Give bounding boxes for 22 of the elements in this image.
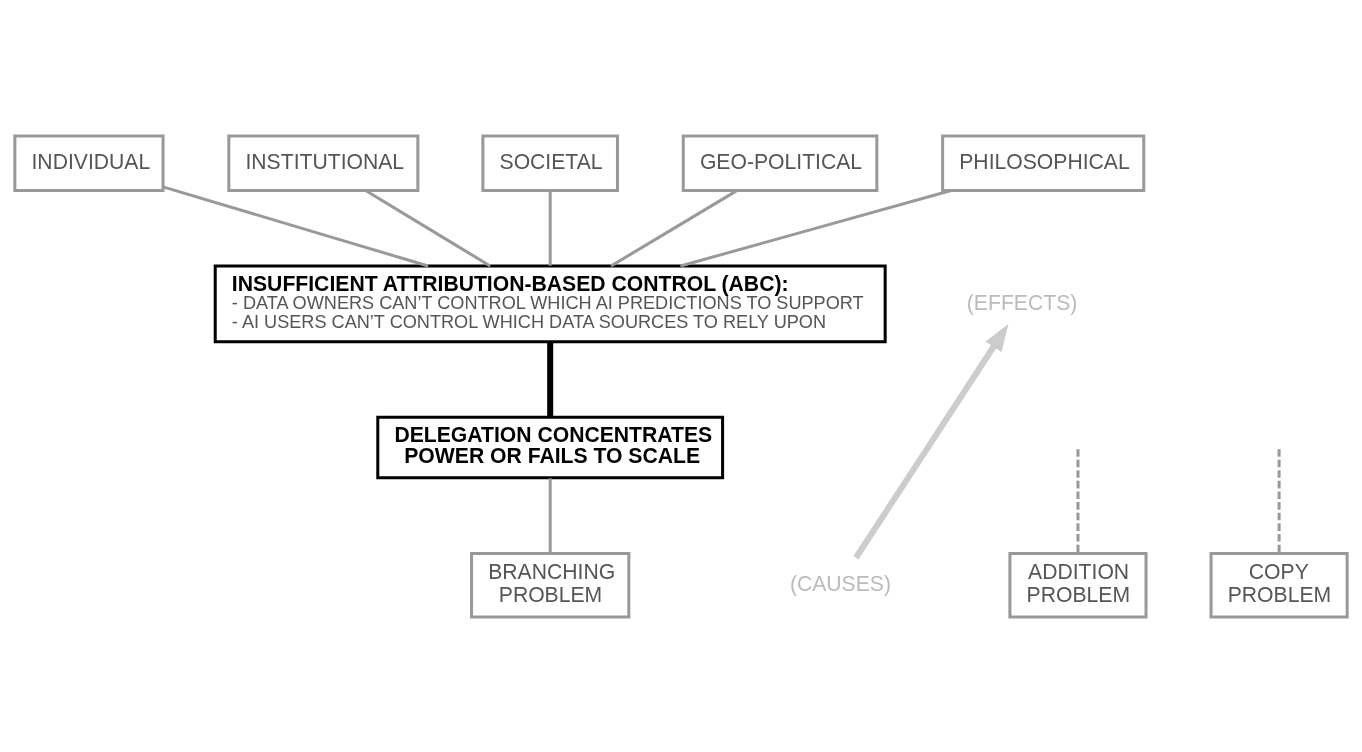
connector [1076,448,1080,553]
node-box: DELEGATION CONCENTRATES POWER OR FAILS TO SCALE [376,415,725,479]
connector [680,188,952,267]
node-box: BRANCHING PROBLEM [470,551,631,618]
connector [610,188,738,267]
connector [1277,448,1281,553]
node-box: COPY PROBLEM [1209,551,1349,618]
node-text: (CAUSES) [789,571,891,595]
node-box: SOCIETAL [481,134,619,192]
connector [548,477,552,553]
node-box: INSUFFICIENT ATTRIBUTION-BASED CONTROL (ABC): - DATA OWNERS CAN’T CONTROL WHICH AI PREDICTIONS TO SUPPORT - AI USERS CAN’T CONTROL WHICH DATA SOURCES TO RELY UPON [213,264,887,343]
node-box: INDIVIDUAL [13,134,165,192]
connector [365,188,491,267]
connector [162,184,429,267]
connector [547,341,554,417]
connector [548,190,552,266]
node-text: (EFFECTS) [966,290,1078,314]
node-box: PHILOSOPHICAL [941,134,1146,192]
node-box: ADDITION PROBLEM [1008,551,1148,618]
arrow [853,323,1009,559]
node-box: GEO-POLITICAL [681,134,879,192]
node-box: INSTITUTIONAL [227,134,420,192]
